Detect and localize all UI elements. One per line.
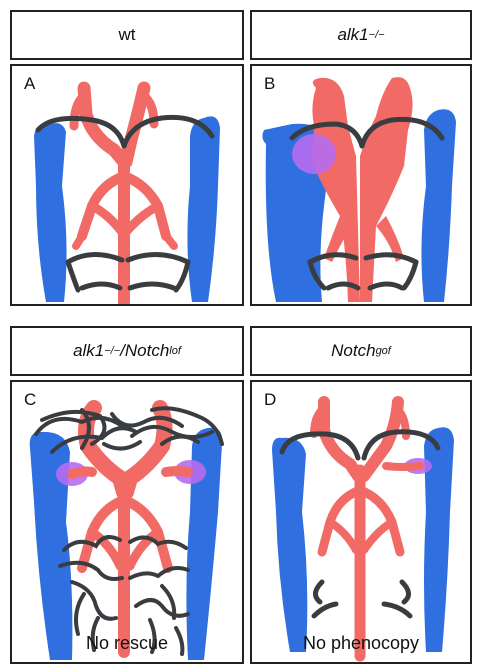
panel-d-no-phenocopy: D No phenocopy: [250, 380, 472, 664]
panel-b-alk1-mutant: B: [250, 64, 472, 306]
panel-d-caption: No phenocopy: [252, 633, 470, 654]
header-c-text-a: alk1: [73, 341, 104, 361]
panel-c-no-rescue: C: [10, 380, 244, 664]
panel-c-vessel-drawing: [12, 382, 242, 662]
panel-d-arteries: [314, 402, 420, 656]
panel-b-shunt: [292, 134, 336, 174]
panel-a-wildtype: A: [10, 64, 244, 306]
header-alk1: alk1−/−: [250, 10, 472, 60]
panel-a-vessel-drawing: [12, 66, 242, 304]
panel-b-arteries: [312, 77, 413, 302]
header-alk1-text: alk1: [337, 25, 368, 45]
header-wt-text: wt: [119, 25, 136, 45]
header-c-text-b: /Notch: [120, 341, 169, 361]
header-d-sup: gof: [376, 345, 391, 357]
header-alk1-sup: −/−: [369, 29, 385, 41]
panel-d-vessel-drawing: [252, 382, 470, 662]
header-c-sup-a: −/−: [104, 345, 120, 357]
header-c-sup-b: lof: [169, 345, 181, 357]
panel-b-vessel-drawing: [252, 66, 470, 304]
panel-c-caption: No rescue: [12, 633, 242, 654]
header-d-text: Notch: [331, 341, 375, 361]
header-wt: wt: [10, 10, 244, 60]
